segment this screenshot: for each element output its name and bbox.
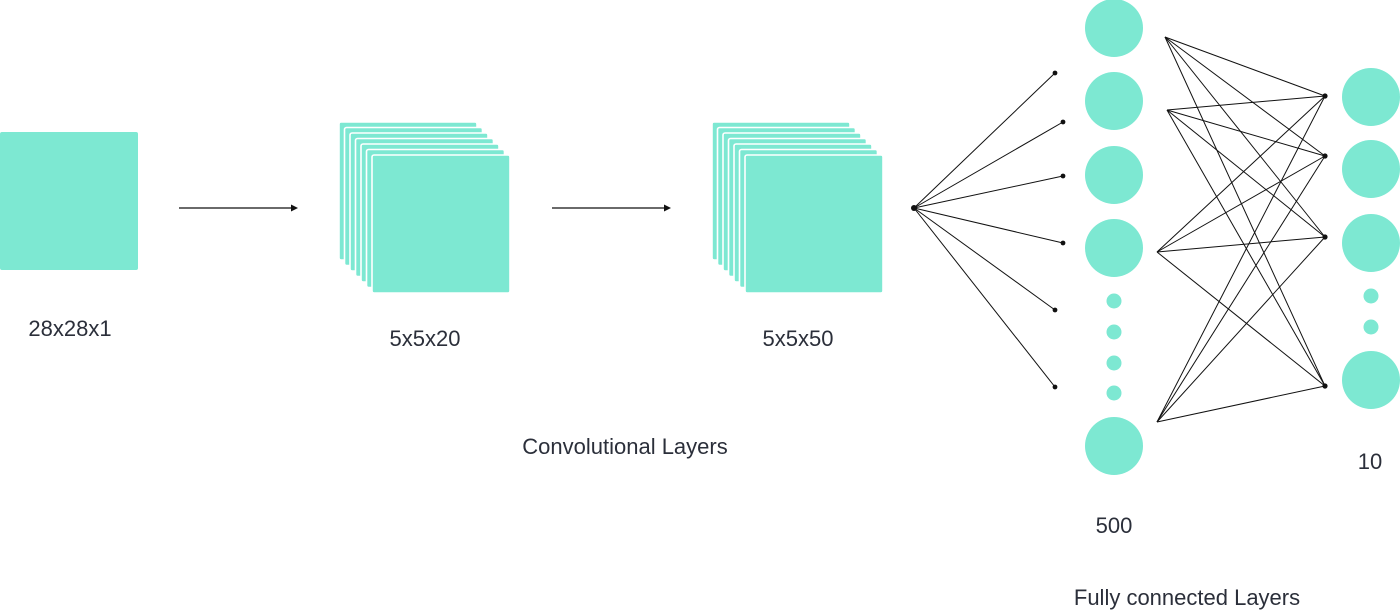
fan-end-dot-3 — [1060, 173, 1066, 179]
fan-end-dot-6 — [1052, 384, 1058, 390]
fc-edge-2-1 — [1166, 95, 1326, 111]
convolutional-layers-label: Convolutional Layers — [522, 434, 728, 459]
conv-layer-2-stack — [711, 121, 884, 294]
fc1-node-5 — [1085, 417, 1143, 475]
fc2-node-4 — [1342, 351, 1400, 409]
fc1-ellipsis-dot-1 — [1106, 293, 1122, 309]
conv2-dimension-label: 5x5x50 — [762, 326, 834, 351]
arrow-head-2 — [664, 204, 671, 212]
fc-edge-4-4 — [1156, 385, 1326, 423]
fan-line-3 — [913, 175, 1064, 209]
fc1-size-label: 500 — [1095, 513, 1133, 538]
fan-line-1 — [913, 72, 1056, 209]
fc1-ellipsis-dot-2 — [1106, 324, 1122, 340]
fc2-ellipsis-dot-1 — [1363, 288, 1379, 304]
fan-hub-dot — [911, 205, 917, 211]
fc-edge-2-3 — [1166, 109, 1326, 238]
fc-edge-1-2 — [1164, 36, 1326, 157]
fc-edge-1-4 — [1164, 36, 1326, 387]
fc1-node-4 — [1085, 219, 1143, 277]
fc-end-dot-2 — [1322, 153, 1328, 159]
fan-end-dot-5 — [1052, 307, 1058, 313]
conv1-dimension-label: 5x5x20 — [389, 326, 461, 351]
input-dimension-label: 28x28x1 — [28, 316, 112, 341]
fan-end-dot-1 — [1052, 70, 1058, 76]
fc2-ellipsis-dot-2 — [1363, 319, 1379, 335]
fc-edge-3-4 — [1156, 251, 1326, 387]
fc-edge-1-3 — [1164, 36, 1326, 238]
conv2-map-7 — [744, 154, 884, 294]
fc2-node-2 — [1342, 140, 1400, 198]
arrow-head-1 — [291, 204, 298, 212]
fan-line-6 — [913, 207, 1056, 388]
fan-end-dot-4 — [1060, 240, 1066, 246]
fc-edge-1-1 — [1164, 36, 1326, 97]
fan-line-4 — [913, 207, 1064, 244]
fc1-ellipsis-dot-4 — [1106, 385, 1122, 401]
fc-end-dot-1 — [1322, 93, 1328, 99]
fc-edge-4-3 — [1156, 236, 1326, 423]
fc-end-dot-3 — [1322, 234, 1328, 240]
fc-edge-4-1 — [1156, 95, 1326, 423]
fc-edge-2-2 — [1166, 109, 1326, 157]
fan-end-dot-2 — [1060, 119, 1066, 125]
fc2-node-3 — [1342, 214, 1400, 272]
fc-end-dot-4 — [1322, 383, 1328, 389]
conv1-map-7 — [371, 154, 511, 294]
flow-arrows — [179, 204, 671, 212]
fc1-node-1 — [1085, 0, 1143, 57]
fully-connected-layers-label: Fully connected Layers — [1073, 585, 1301, 610]
fc1-node-2 — [1085, 72, 1143, 130]
fc-edge-3-2 — [1156, 155, 1326, 253]
fc-edge-2-4 — [1166, 109, 1326, 387]
fc-edge-3-1 — [1156, 95, 1326, 253]
fc1-node-3 — [1085, 146, 1143, 204]
fc-edge-3-3 — [1156, 236, 1326, 253]
fan-line-2 — [913, 121, 1064, 209]
fc2-size-label: 10 — [1357, 449, 1383, 474]
input-layer — [0, 132, 138, 270]
conv-layer-1-stack — [338, 121, 511, 294]
input-feature-map — [0, 132, 138, 270]
fan-line-5 — [913, 207, 1056, 311]
connection-lines — [911, 36, 1328, 423]
fc-nodes — [1085, 0, 1400, 475]
fc-edge-4-2 — [1156, 155, 1326, 423]
fc1-ellipsis-dot-3 — [1106, 355, 1122, 371]
fc2-node-1 — [1342, 68, 1400, 126]
